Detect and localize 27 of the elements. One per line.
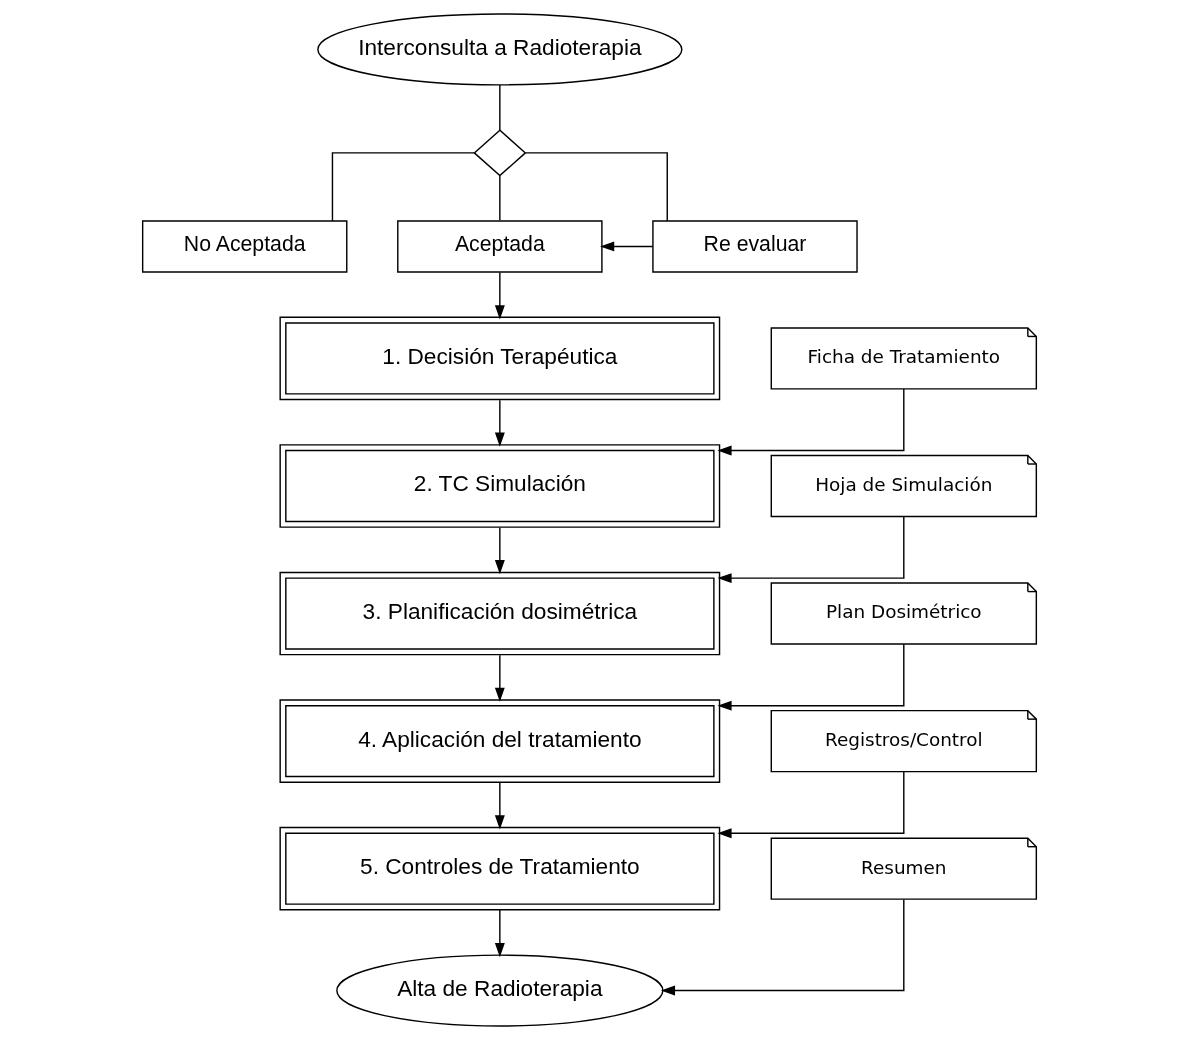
arrow bbox=[494, 271, 505, 320]
node-box: Aceptada bbox=[397, 220, 603, 273]
node-box: 5. Controles de Tratamiento bbox=[279, 826, 721, 911]
arrow bbox=[494, 909, 505, 958]
arrow bbox=[494, 399, 505, 447]
node-box: 1. Decisión Terapéutica bbox=[279, 316, 721, 401]
node-box: No Aceptada bbox=[141, 220, 348, 273]
arrow bbox=[660, 898, 905, 996]
node-ellipse: Alta de Radioterapia bbox=[336, 954, 664, 1027]
arrow bbox=[717, 771, 905, 839]
node-box: 2. TC Simulación bbox=[279, 444, 721, 528]
arrow bbox=[600, 241, 654, 252]
node-box: Re evaluar bbox=[652, 220, 858, 273]
connector bbox=[499, 84, 501, 131]
node-box: 3. Planificación dosimétrica bbox=[279, 571, 721, 656]
arrow bbox=[717, 515, 905, 584]
connector bbox=[524, 152, 668, 222]
arrow bbox=[717, 388, 905, 456]
node-diamond bbox=[473, 129, 527, 177]
arrow bbox=[494, 527, 505, 575]
connector bbox=[331, 152, 475, 222]
arrow bbox=[494, 654, 505, 702]
connector bbox=[499, 175, 501, 221]
arrow bbox=[717, 643, 905, 711]
node-ellipse: Interconsulta a Radioterapia bbox=[317, 13, 683, 86]
node-box: 4. Aplicación del tratamiento bbox=[279, 699, 721, 783]
arrow bbox=[494, 782, 505, 830]
